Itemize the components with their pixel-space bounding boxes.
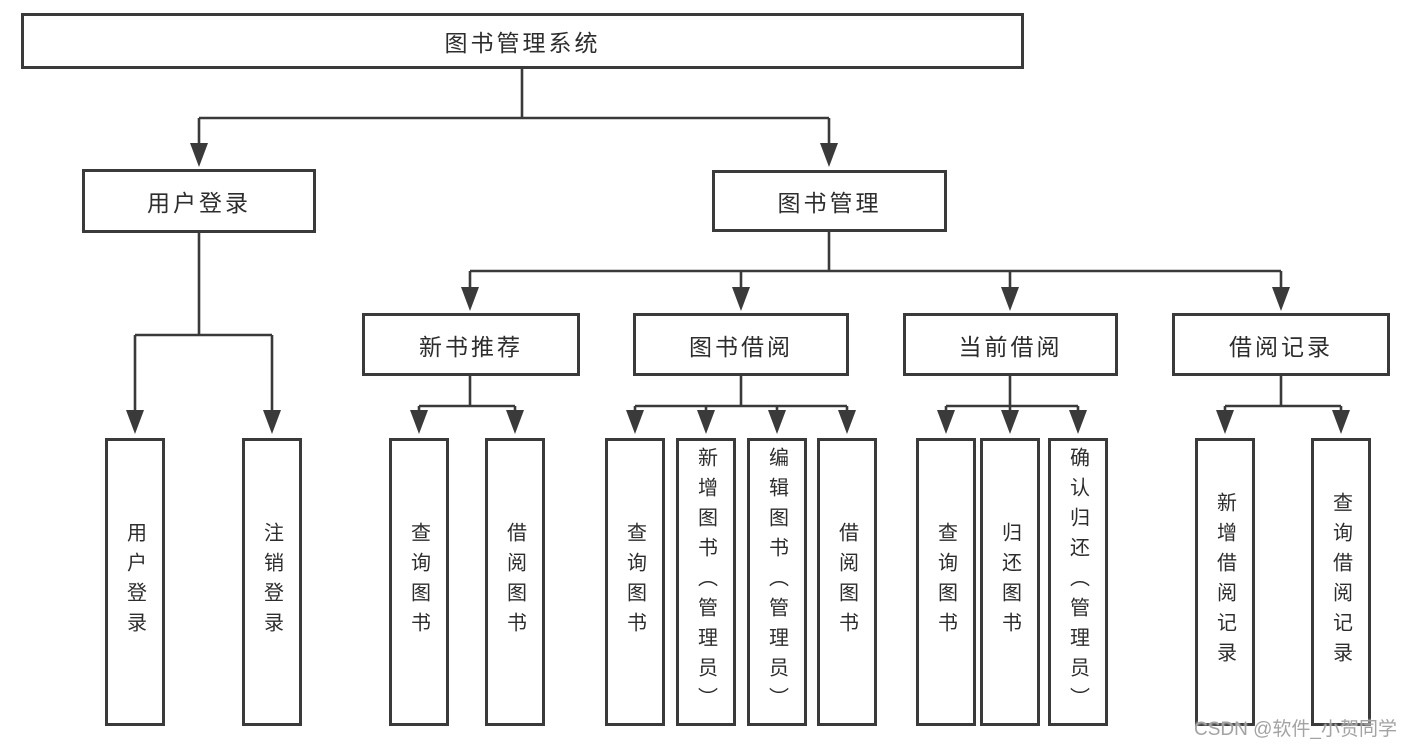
- leaf-records-add-record: 新增借阅记录: [1195, 438, 1255, 726]
- leaf-borrow-borrow-book: 借阅图书: [817, 438, 877, 726]
- node-label: 新增图书（管理员）: [694, 447, 717, 717]
- arrowhead-icon: [626, 410, 644, 434]
- connector-login-to-leaves: [126, 233, 281, 434]
- arrowhead-icon: [461, 287, 479, 311]
- node-user-login: 用户登录: [82, 169, 316, 233]
- arrowhead-icon: [410, 410, 428, 434]
- node-label: 用户登录: [147, 190, 251, 216]
- csdn-watermark: CSDN @软件_小贺同学: [1194, 719, 1397, 740]
- node-label: 图书管理系统: [444, 30, 601, 56]
- node-new-book-recommend: 新书推荐: [362, 313, 580, 376]
- node-root: 图书管理系统: [21, 13, 1024, 69]
- arrowhead-icon: [838, 410, 856, 434]
- node-label: 借阅图书: [503, 522, 526, 642]
- arrowhead-icon: [1001, 287, 1019, 311]
- arrowhead-icon: [506, 410, 524, 434]
- leaf-borrow-add-book-admin: 新增图书（管理员）: [676, 438, 736, 726]
- arrowhead-icon: [768, 410, 786, 434]
- node-label: 查询图书: [623, 522, 646, 642]
- arrowhead-icon: [937, 410, 955, 434]
- node-label: 编辑图书（管理员）: [765, 447, 788, 717]
- node-label: 新增借阅记录: [1213, 492, 1236, 672]
- connector-root-to-branches: [190, 69, 838, 167]
- node-current-borrow: 当前借阅: [903, 313, 1118, 376]
- connector-borrow-to-leaves: [626, 376, 856, 434]
- node-book-borrow: 图书借阅: [633, 313, 849, 376]
- node-book-management: 图书管理: [712, 170, 947, 232]
- leaf-current-return-book: 归还图书: [980, 438, 1040, 726]
- leaf-records-query-record: 查询借阅记录: [1311, 438, 1371, 726]
- arrowhead-icon: [1069, 410, 1087, 434]
- node-label: 新书推荐: [419, 333, 523, 360]
- arrowhead-icon: [697, 410, 715, 434]
- arrowhead-icon: [732, 287, 750, 311]
- arrowhead-icon: [190, 143, 208, 167]
- node-label: 查询借阅记录: [1329, 492, 1352, 672]
- leaf-newbook-borrow-book: 借阅图书: [485, 438, 545, 726]
- connector-newbook-to-leaves: [410, 376, 524, 434]
- node-label: 用户登录: [123, 522, 146, 642]
- leaf-newbook-query-book: 查询图书: [389, 438, 449, 726]
- arrowhead-icon: [126, 410, 144, 434]
- leaf-borrow-query-book: 查询图书: [605, 438, 665, 726]
- node-label: 图书管理: [777, 190, 882, 216]
- leaf-user-login: 用户登录: [105, 438, 165, 726]
- leaf-logout-login: 注销登录: [242, 438, 302, 726]
- arrowhead-icon: [263, 410, 281, 434]
- leaf-current-confirm-return-admin: 确认归还（管理员）: [1048, 438, 1108, 726]
- connector-current-to-leaves: [937, 376, 1087, 434]
- arrowhead-icon: [1001, 410, 1019, 434]
- node-label: 查询图书: [934, 522, 957, 642]
- node-label: 确认归还（管理员）: [1066, 447, 1089, 717]
- connector-management-to-groups: [461, 232, 1290, 311]
- arrowhead-icon: [1216, 410, 1234, 434]
- connector-records-to-leaves: [1216, 376, 1350, 434]
- node-label: 查询图书: [407, 522, 430, 642]
- arrowhead-icon: [1332, 410, 1350, 434]
- node-label: 图书借阅: [689, 333, 793, 360]
- leaf-current-query-book: 查询图书: [916, 438, 976, 726]
- node-borrow-records: 借阅记录: [1172, 313, 1390, 376]
- leaf-borrow-edit-book-admin: 编辑图书（管理员）: [747, 438, 807, 726]
- node-label: 借阅图书: [835, 522, 858, 642]
- node-label: 归还图书: [998, 522, 1021, 642]
- arrowhead-icon: [820, 143, 838, 167]
- node-label: 借阅记录: [1229, 333, 1333, 360]
- node-label: 当前借阅: [958, 333, 1063, 360]
- arrowhead-icon: [1272, 287, 1290, 311]
- node-label: 注销登录: [260, 522, 283, 642]
